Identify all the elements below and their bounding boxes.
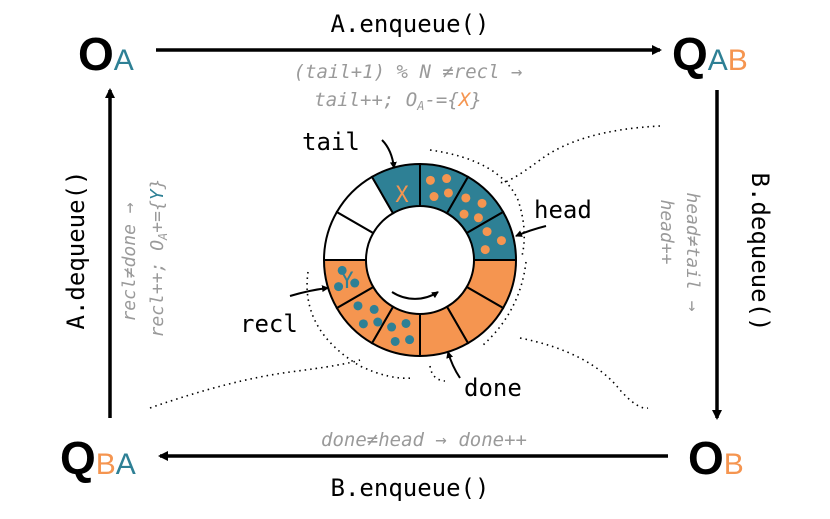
ring-dot [477,198,487,208]
condition-left-line1: recl≠done → [119,202,140,321]
dotted-boundaries [149,125,661,409]
corner-bottom-left: QBA [60,432,136,484]
rotation-arrow [391,291,439,300]
ring-dot [350,278,360,288]
ring-dot [496,236,506,246]
ring-dot [482,227,492,237]
ring-dot [473,213,483,223]
pointer-recl-label: recl [240,310,298,338]
pointer-tail-arrow [381,139,397,169]
ring-dot [425,175,435,185]
ring-dot [461,193,471,203]
ring-dot [334,282,344,292]
corner-top-right: QAB [672,28,748,80]
ring-buffer [322,162,518,358]
label-b-dequeue: B.dequeue() [746,173,774,332]
ring-segment [370,162,421,215]
ring-dot [358,319,368,329]
pointer-done-label: done [464,374,522,402]
pointer-done-arrow [446,351,461,379]
pointer-recl-arrow [289,285,329,297]
label-a-dequeue: A.dequeue() [62,171,90,330]
condition-right-line1: head≠tail → [682,192,703,311]
pointer-tail-label: tail [302,128,360,156]
ring-dot [443,188,453,198]
ring-dot [480,245,490,255]
condition-left-line2: recl++; OA+={Y} [147,179,170,338]
condition-top-line2: tail++; OA-={X} [314,89,481,113]
corner-top-left: OA [78,28,134,80]
ring-dot [401,318,411,328]
ring-dot [390,336,400,346]
ring-dot [429,192,439,202]
condition-bottom: done≠head → done++ [321,429,527,451]
corner-bottom-right: OB [688,432,744,484]
slot-y-label: Y [340,269,353,294]
ring-dot [387,322,397,332]
ring-dot [337,265,347,275]
ring-dot [353,301,363,311]
condition-top-line1: (tail+1) % N ≠recl → [294,61,523,83]
label-b-enqueue: B.enqueue() [331,474,490,502]
pointer-head-arrow [515,225,547,237]
slot-x-label: X [395,183,409,208]
ring-dot [459,209,469,219]
pointer-head-label: head [534,196,592,224]
ring-dot [373,317,383,327]
ring-dot [405,335,415,345]
ring-dot [442,174,452,184]
label-a-enqueue: A.enqueue() [331,10,490,38]
ring-dot [369,304,379,314]
condition-right-line2: head++ [656,199,677,264]
